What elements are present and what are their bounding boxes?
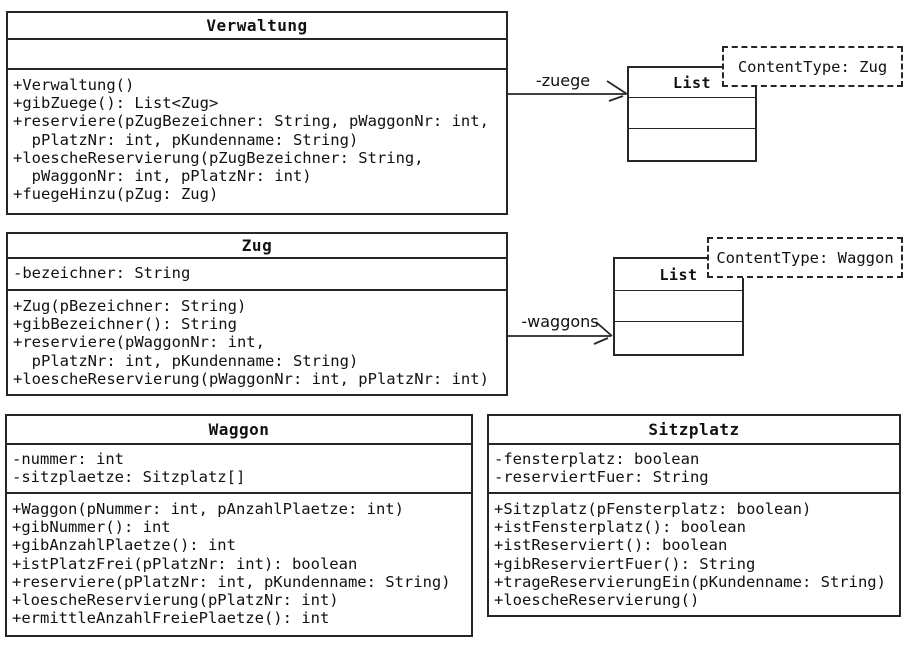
open-arrowhead-icon <box>593 321 613 345</box>
list-class-title: List <box>615 259 742 291</box>
class-methods-zug: +Zug(pBezeichner: String) +gibBezeichner… <box>13 297 489 388</box>
association-arrow-zuege <box>508 80 628 102</box>
class-title-zug: Zug <box>8 234 506 259</box>
association-label-zuege: -zuege <box>535 71 591 90</box>
class-attributes-sitzplatz: -fensterplatz: boolean -reserviertFuer: … <box>489 445 899 494</box>
class-methods-verwaltung: +Verwaltung() +gibZuege(): List<Zug> +re… <box>13 76 489 204</box>
class-methods-sitzplatz: +Sitzplatz(pFensterplatz: boolean) +istF… <box>494 500 886 610</box>
class-box-waggon: Waggon -nummer: int -sitzplaetze: Sitzpl… <box>5 414 473 637</box>
open-arrowhead-icon <box>606 80 628 102</box>
list-class-box-zug: List <box>627 66 757 162</box>
class-title-verwaltung: Verwaltung <box>8 13 506 40</box>
class-title-sitzplatz: Sitzplatz <box>489 416 899 445</box>
association-arrow-waggons <box>508 321 613 345</box>
class-box-verwaltung: Verwaltung +Verwaltung() +gibZuege(): Li… <box>6 11 508 215</box>
class-attributes-waggon: -nummer: int -sitzplaetze: Sitzplatz[] <box>7 445 471 494</box>
class-methods-waggon: +Waggon(pNummer: int, pAnzahlPlaetze: in… <box>12 500 451 628</box>
class-attributes-zug: -bezeichner: String <box>8 259 506 291</box>
content-type-note-zug: ContentType: Zug <box>722 46 903 87</box>
list-empty-row <box>615 322 742 354</box>
list-empty-row <box>629 98 755 129</box>
list-class-title: List <box>629 68 755 98</box>
class-title-waggon: Waggon <box>7 416 471 445</box>
class-attributes-verwaltung <box>8 40 506 70</box>
class-box-sitzplatz: Sitzplatz -fensterplatz: boolean -reserv… <box>487 414 901 617</box>
class-box-zug: Zug -bezeichner: String +Zug(pBezeichner… <box>6 232 508 396</box>
association-label-waggons: -waggons <box>521 312 599 331</box>
content-type-note-waggon: ContentType: Waggon <box>707 237 903 278</box>
list-empty-row <box>629 129 755 160</box>
list-empty-row <box>615 291 742 322</box>
